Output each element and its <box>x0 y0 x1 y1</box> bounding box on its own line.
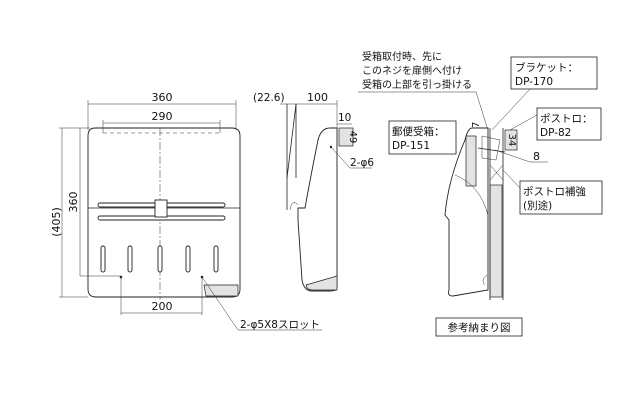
slots <box>100 245 219 273</box>
dim-height: 360 <box>67 192 80 213</box>
dim-10: 10 <box>338 112 351 124</box>
mailbox-label: 郵便受箱： <box>392 125 445 138</box>
dim-7: 7 <box>471 122 482 128</box>
caption: 参考納まり図 <box>448 321 511 334</box>
dim-8: 8 <box>533 150 540 163</box>
dim-49: 49 <box>347 131 358 144</box>
dim-width-inner: 290 <box>152 110 173 123</box>
shadow <box>203 284 239 297</box>
bracket-label: ブラケット： <box>515 61 578 74</box>
note-line-2: このネジを扉側へ付け <box>362 64 462 77</box>
dim-offset: (22.6) <box>253 92 285 104</box>
latch <box>154 199 168 218</box>
slot-label: 2-φ5X8スロット <box>240 319 320 331</box>
dim-width-outer: 360 <box>152 91 173 104</box>
side-view: (22.6) 100 10 49 2-φ6 <box>253 91 374 292</box>
bracket-model: DP-170 <box>515 76 553 88</box>
mailbox-model: DP-151 <box>392 140 430 152</box>
post-slot-label-box <box>536 107 602 141</box>
note-line-1: 受箱取付時、先に <box>362 50 442 63</box>
caption-box <box>435 317 523 337</box>
front-view: 360 290 (405) 360 200 2-φ5X8スロット <box>50 91 322 331</box>
bracket-label-box <box>510 56 598 90</box>
install-view: 受箱取付時、先に このネジを扉側へ付け 受箱の上部を引っ掛ける ブラケット： D… <box>358 50 603 337</box>
dim-34: 34 <box>506 134 517 147</box>
reinforce-label: ポストロ補強 <box>523 185 586 198</box>
dim-height-total: (405) <box>50 207 63 237</box>
mailbox-label-box <box>388 120 457 155</box>
reinforce-note: (別途) <box>523 199 552 212</box>
reinforce-label-box <box>519 180 603 215</box>
note-line-3: 受箱の上部を引っ掛ける <box>362 78 472 91</box>
post-slot-label: ポストロ： <box>540 113 593 125</box>
dim-slot-pitch: 200 <box>152 300 173 313</box>
hole-label: 2-φ6 <box>350 157 374 169</box>
post-slot-model: DP-82 <box>540 127 571 139</box>
dim-depth: 100 <box>307 91 328 104</box>
door-slot-mark <box>465 135 477 187</box>
